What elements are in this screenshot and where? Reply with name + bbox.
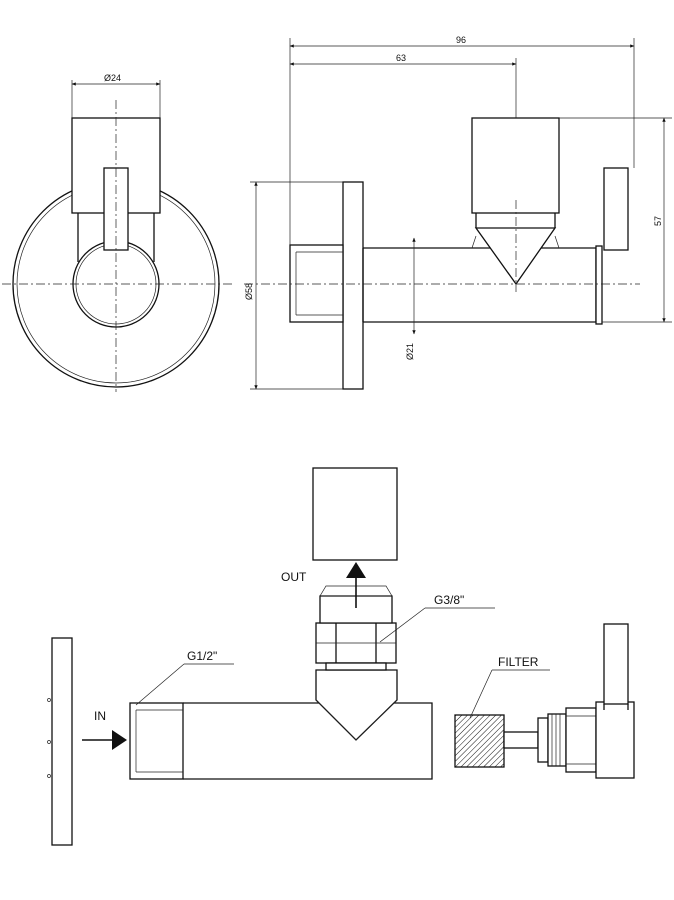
side-view: Ø58 Ø21 96 63 57 — [244, 35, 672, 390]
label-g12: G1/2" — [187, 649, 217, 663]
label-out: OUT — [281, 570, 307, 584]
spindle-shaft — [503, 731, 539, 749]
exploded-view — [47, 467, 635, 846]
side-cone — [474, 227, 557, 286]
handle-cap — [595, 701, 635, 779]
dim-len-63: 63 — [396, 53, 406, 63]
side-body — [363, 247, 597, 323]
wall-plate — [51, 637, 73, 846]
side-knob — [471, 117, 560, 214]
valve-body — [183, 702, 433, 780]
side-inlet-thread — [289, 244, 344, 323]
side-lever — [603, 167, 629, 251]
dim-dia-58: Ø58 — [244, 283, 254, 300]
label-filter: FILTER — [498, 655, 539, 669]
side-end-cap — [595, 245, 603, 325]
handle-lever — [603, 623, 629, 705]
side-flange — [342, 181, 364, 390]
filter-element — [454, 714, 505, 768]
inlet-thread — [129, 702, 184, 780]
dim-len-96: 96 — [456, 35, 466, 45]
detached-knob — [312, 467, 398, 561]
dim-height-57: 57 — [653, 216, 663, 226]
valve-cone — [315, 669, 398, 741]
front-view: Ø24 — [2, 73, 232, 392]
dim-dia-24: Ø24 — [104, 73, 121, 83]
label-g38: G3/8" — [434, 593, 464, 607]
dim-dia-21: Ø21 — [405, 343, 415, 360]
label-in: IN — [94, 709, 106, 723]
